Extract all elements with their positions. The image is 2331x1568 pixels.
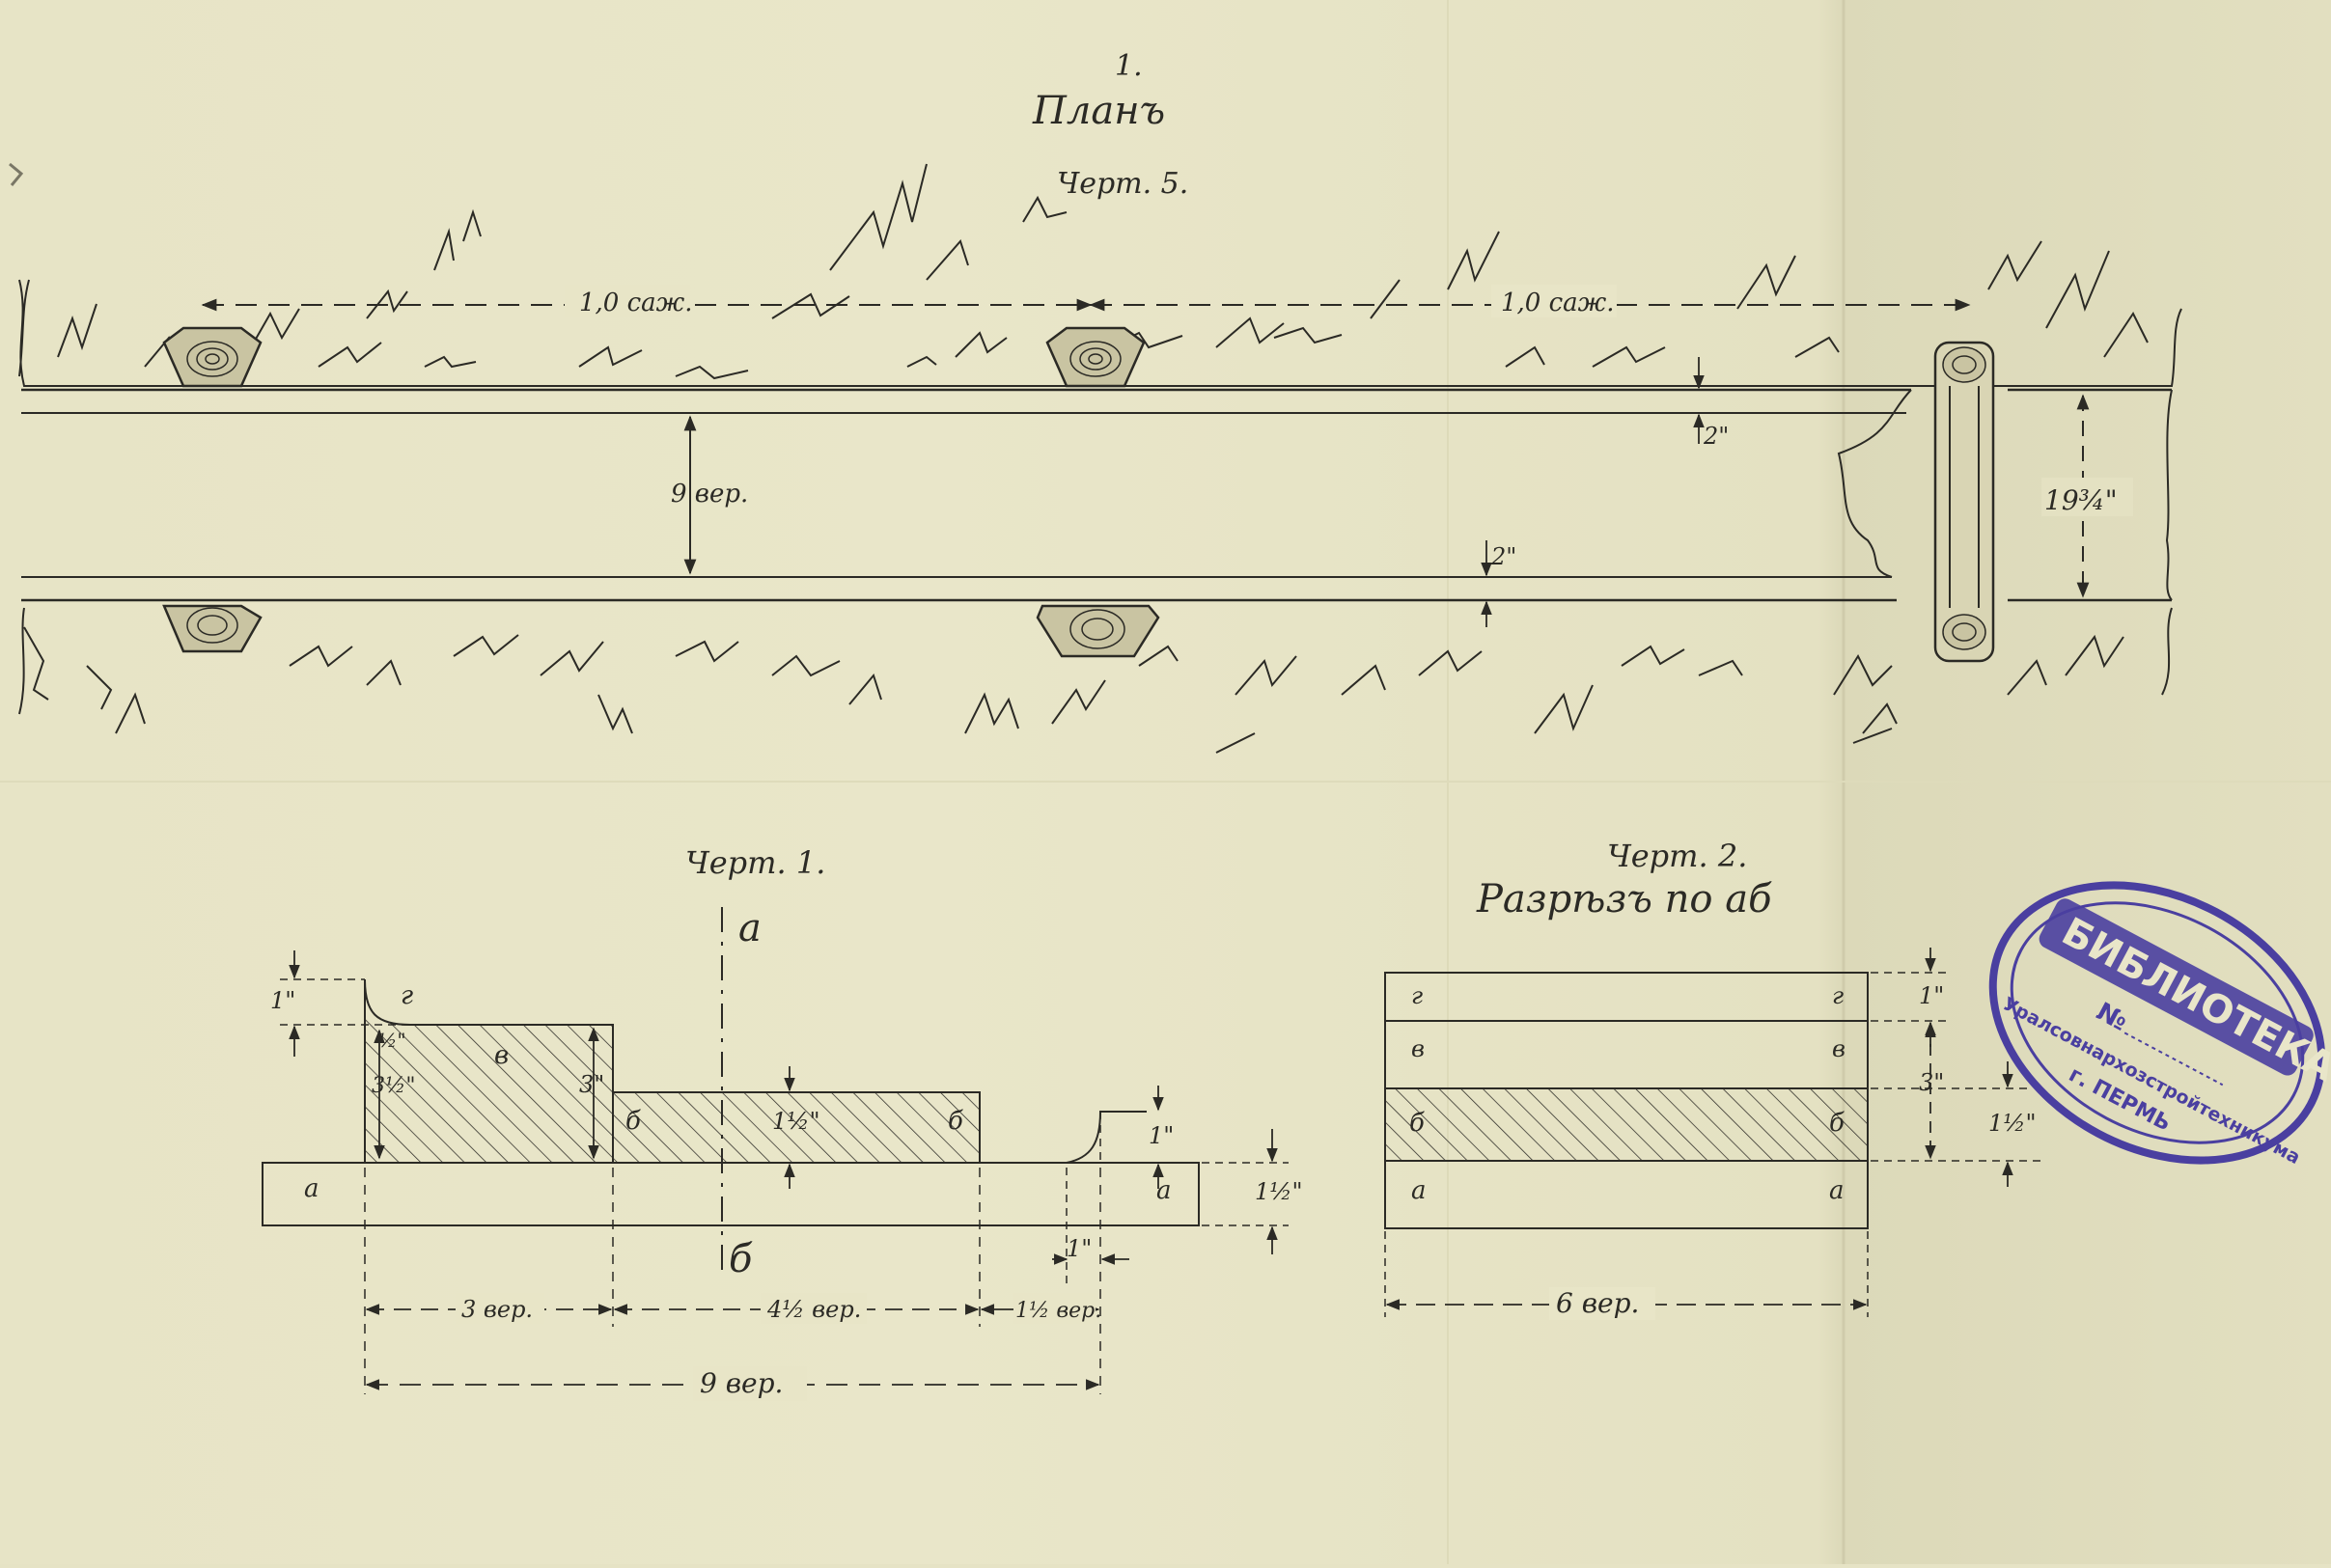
plan-span-left-label: 1,0 саж.: [579, 289, 693, 317]
drawing2-label-b-right: б: [1829, 1109, 1845, 1138]
drawing2-layer-g: [1384, 972, 1869, 1022]
library-stamp: БИБЛИОТЕКА № Уралсовнархозстройтехникума…: [1988, 881, 2331, 1169]
drawing2-layer-v: [1384, 1020, 1869, 1089]
drawing2-title: Черт. 2.: [1607, 838, 1747, 874]
plank-break-line: [1837, 389, 1912, 578]
drawing1-dim-right-rise: 1": [1149, 1122, 1174, 1149]
ground-edge-top: [18, 279, 2182, 387]
tie-log-bottom-2: [1036, 604, 1160, 658]
end-tie: [1933, 341, 1995, 663]
ground-edge-bottom: [18, 607, 2173, 715]
drawing1-dim-middle: 1½": [772, 1108, 820, 1135]
stamp-number-label: №: [2092, 998, 2132, 1037]
drawing1-dim-v-height: 3½": [372, 1074, 415, 1098]
drawing2-dim-3: 3": [1919, 1069, 1944, 1096]
drawing2-label-a-right: а: [1829, 1176, 1845, 1205]
drawing1-dim-base: 1½": [1255, 1178, 1303, 1205]
plan-end-dim-label: 19¾": [2044, 484, 2118, 516]
drawing2-label-g-left: г: [1411, 982, 1423, 1009]
end-ground-edge: [2165, 389, 2173, 601]
drawing1-dim-4-5: 4½ вер.: [766, 1296, 861, 1323]
staple-mark: [9, 162, 24, 186]
tie-log-bottom-1: [162, 604, 263, 653]
drawing1-label-b-right: б: [948, 1107, 963, 1136]
drawing1-label-g: г: [401, 981, 413, 1010]
drawing1-label-a-right: а: [1156, 1176, 1172, 1205]
drawing1-section-b: б: [729, 1237, 753, 1281]
drawing1-plank-a: [262, 1162, 1200, 1226]
tie-log-top-2: [1045, 326, 1146, 388]
plan-top-dim-label: 2": [1703, 423, 1729, 450]
drawing1-right-edge: [1066, 1111, 1147, 1164]
drawing2-label-b-left: б: [1409, 1109, 1425, 1138]
plan-span-right-label: 1,0 саж.: [1501, 289, 1615, 317]
drawing2-label-a-left: а: [1411, 1176, 1427, 1205]
drawing2-dim-1-5: 1½": [1988, 1110, 2037, 1137]
drawing1-label-b-left: б: [625, 1107, 641, 1136]
drawing1-dim-1-5: 1½ вер.: [1015, 1299, 1101, 1323]
drawing2-label-v-right: в: [1832, 1035, 1845, 1062]
drawing1-section-a: а: [738, 906, 762, 950]
plan-drawing: 1. Планъ Черт. 5. 1,0 саж. 1,0 саж.: [18, 49, 2182, 754]
drawing2-layer-b: [1384, 1087, 1869, 1162]
drawing-1: Черт. 1. а б а а г в б б 1" ½" 3½" 3": [262, 844, 1303, 1401]
drawing2-layer-a: [1384, 1160, 1869, 1229]
drawing1-block-b: [612, 1091, 981, 1164]
plan-bottom-dim-label: 2": [1490, 543, 1516, 570]
drawing1-label-v: в: [494, 1041, 509, 1070]
drawing1-label-a-left: а: [304, 1174, 319, 1203]
drawing1-title: Черт. 1.: [685, 844, 825, 881]
drawing1-dim-top-left: 1": [270, 987, 295, 1014]
drawing2-label-g-right: г: [1832, 982, 1844, 1009]
ground-hatching-bottom: [23, 626, 2124, 754]
drawing2-dim-top: 1": [1919, 982, 1944, 1009]
tie-log-top-1: [162, 326, 263, 388]
drawing1-dim-3: 3 вер.: [461, 1296, 533, 1323]
plan-number: 1.: [1115, 49, 1143, 83]
drawing2-label-v-left: в: [1411, 1035, 1425, 1062]
drawing1-dim-gap: 1": [1067, 1235, 1092, 1262]
drawing2-dim-width: 6 вер.: [1556, 1287, 1639, 1319]
drawing1-dim-fillet: ½": [378, 1029, 406, 1052]
drawing1-dim-total: 9 вер.: [700, 1367, 783, 1399]
plan-width-label: 9 вер.: [671, 480, 748, 509]
plan-drawing-number: Черт. 5.: [1057, 167, 1188, 201]
drawing2-subtitle: Разрѣзъ по аб: [1476, 877, 1772, 922]
plan-title: Планъ: [1032, 89, 1165, 133]
drawing-2: Черт. 2. Разрѣзъ по аб г г в в б б а а 1…: [1384, 838, 2046, 1320]
drawing1-dim-step: 3": [579, 1071, 604, 1098]
